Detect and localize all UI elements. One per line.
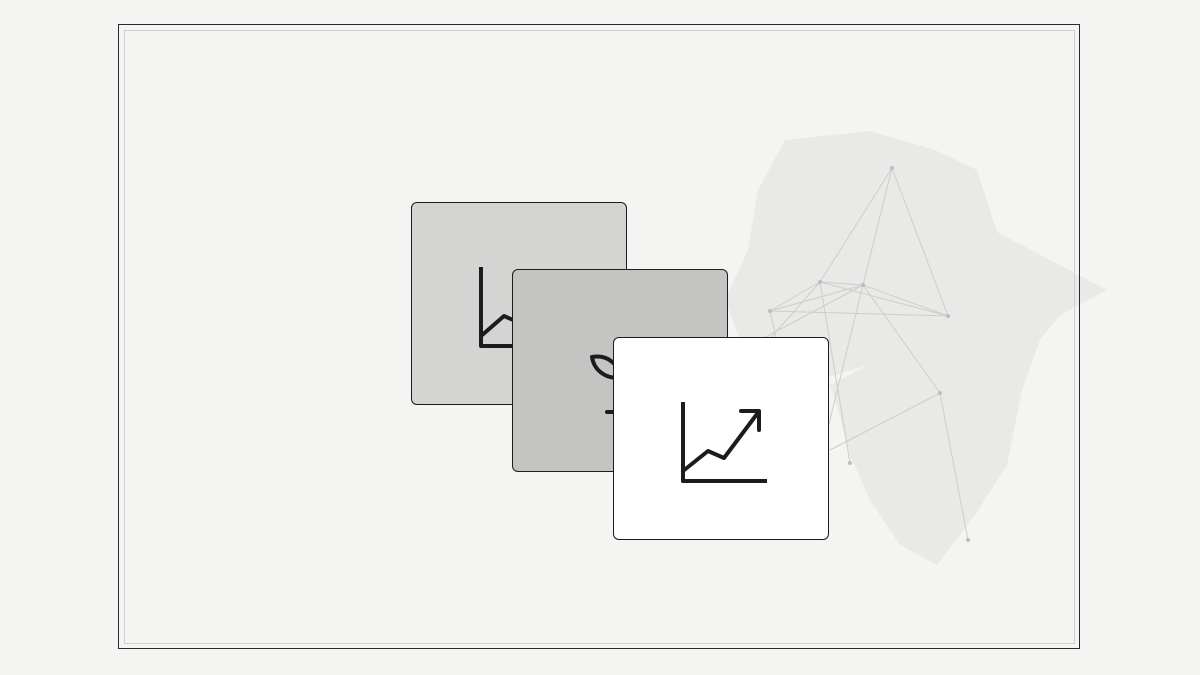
inner-frame (124, 30, 1075, 644)
trend-up-chart-icon (681, 402, 767, 483)
card-front (613, 337, 829, 540)
outer-frame (118, 24, 1080, 649)
network-nodes (768, 166, 970, 542)
africa-continent-shape (725, 131, 1107, 565)
